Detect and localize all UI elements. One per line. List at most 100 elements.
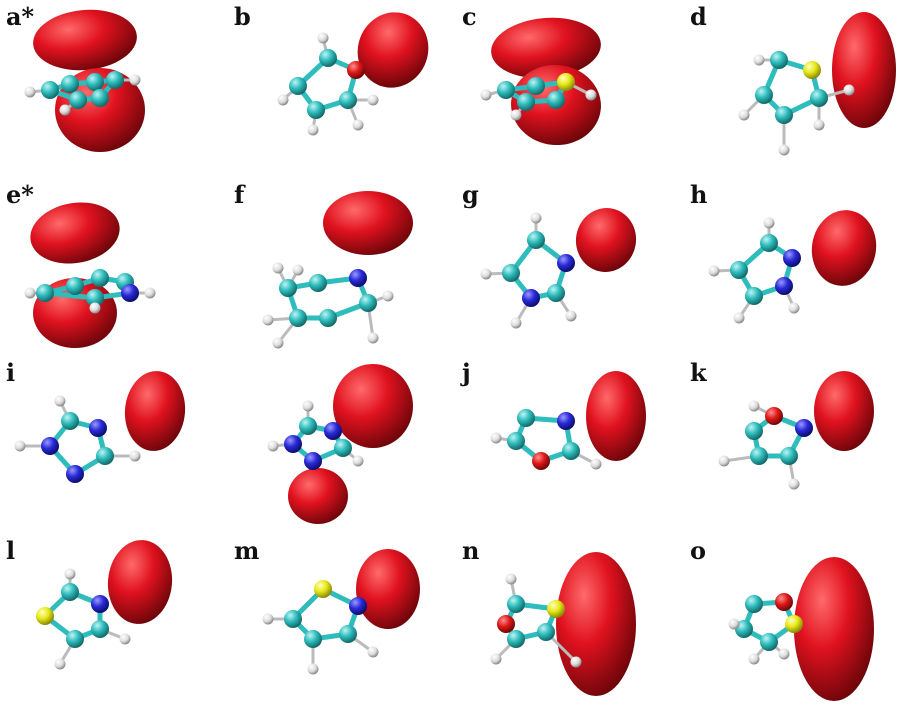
molecule-render <box>277 12 429 136</box>
atom-C <box>91 620 109 638</box>
atom-H <box>733 312 745 324</box>
atom-C <box>507 630 525 648</box>
atom-H <box>510 317 522 329</box>
atom-N <box>121 284 139 302</box>
atom-N <box>349 597 367 615</box>
atom-N <box>795 419 813 437</box>
atom-N <box>324 422 342 440</box>
panel-label: b <box>234 2 251 31</box>
atom-S <box>557 73 575 91</box>
atom-H <box>788 478 800 490</box>
atom-N <box>775 277 793 295</box>
molecule-render <box>718 371 874 490</box>
atom-N <box>557 412 575 430</box>
panel-h: h <box>684 178 912 356</box>
atom-C <box>502 264 520 282</box>
orbital-lobe <box>30 202 120 264</box>
atom-O <box>775 593 793 611</box>
atom-C <box>86 289 104 307</box>
atom-H <box>728 618 740 630</box>
atom-C <box>537 623 555 641</box>
atom-H <box>144 287 156 299</box>
atom-N <box>304 452 322 470</box>
atom-H <box>277 94 289 106</box>
atom-C <box>319 49 337 67</box>
panel-label: m <box>234 536 260 565</box>
panel-label: a* <box>6 2 35 31</box>
atom-C <box>497 81 515 99</box>
atom-H <box>307 663 319 675</box>
atom-H <box>119 633 131 645</box>
atom-C <box>760 234 778 252</box>
atom-H <box>843 84 855 96</box>
atom-H <box>490 432 502 444</box>
molecule-render <box>267 364 413 524</box>
atom-H <box>272 337 284 349</box>
panel-a*: a* <box>0 0 228 178</box>
atom-C <box>730 261 748 279</box>
atom-H <box>24 287 36 299</box>
atom-C <box>745 287 763 305</box>
atom-H <box>307 124 319 136</box>
atom-H <box>530 212 542 224</box>
atom-C <box>339 625 357 643</box>
panel-label: f <box>234 180 245 209</box>
atom-C <box>775 106 793 124</box>
atom-H <box>367 94 379 106</box>
atom-H <box>272 262 284 274</box>
atom-H <box>317 32 329 44</box>
atom-S <box>547 600 565 618</box>
atom-H <box>367 332 379 344</box>
atom-C <box>309 274 327 292</box>
orbital-lobe <box>33 9 137 71</box>
molecule-render <box>480 17 601 146</box>
panel-b: b <box>228 0 456 178</box>
atom-N <box>89 419 107 437</box>
atom-C <box>36 284 54 302</box>
atom-H <box>262 314 274 326</box>
atom-S <box>803 61 821 79</box>
panel-label: g <box>462 180 479 209</box>
atom-N <box>41 437 59 455</box>
molecule-render <box>24 202 156 348</box>
atom-C <box>339 91 357 109</box>
molecule-render <box>490 552 636 696</box>
atom-H <box>64 568 76 580</box>
atom-C <box>547 284 565 302</box>
orbital-lobe <box>323 191 413 255</box>
atom-C <box>319 309 337 327</box>
atom-C <box>61 75 79 93</box>
molecule-render <box>738 12 896 156</box>
atom-C <box>69 91 87 109</box>
atom-C <box>61 583 79 601</box>
panel-label: d <box>690 2 707 31</box>
molecule-render <box>480 208 637 329</box>
atom-C <box>86 73 104 91</box>
panel-j: j <box>456 356 684 534</box>
atom-H <box>590 458 602 470</box>
atom-O <box>765 407 783 425</box>
atom-H <box>505 573 517 585</box>
atom-C <box>299 417 317 435</box>
panel-label: o <box>690 536 707 565</box>
orbital-lobe <box>491 17 601 79</box>
panel-label: l <box>6 536 16 565</box>
atom-N <box>284 435 302 453</box>
atom-C <box>507 432 525 450</box>
atom-H <box>738 109 750 121</box>
atom-H <box>510 109 522 121</box>
atom-H <box>480 89 492 101</box>
molecule-render <box>728 557 874 701</box>
panel-label: j <box>462 358 471 387</box>
panel-label: k <box>690 358 707 387</box>
atom-H <box>490 653 502 665</box>
atom-H <box>129 74 141 86</box>
atom-H <box>367 646 379 658</box>
atom-H <box>813 119 825 131</box>
atom-C <box>750 447 768 465</box>
atom-C <box>66 630 84 648</box>
molecule-render <box>14 371 186 483</box>
orbital-lobe <box>575 208 637 272</box>
panel-d: d <box>684 0 912 178</box>
